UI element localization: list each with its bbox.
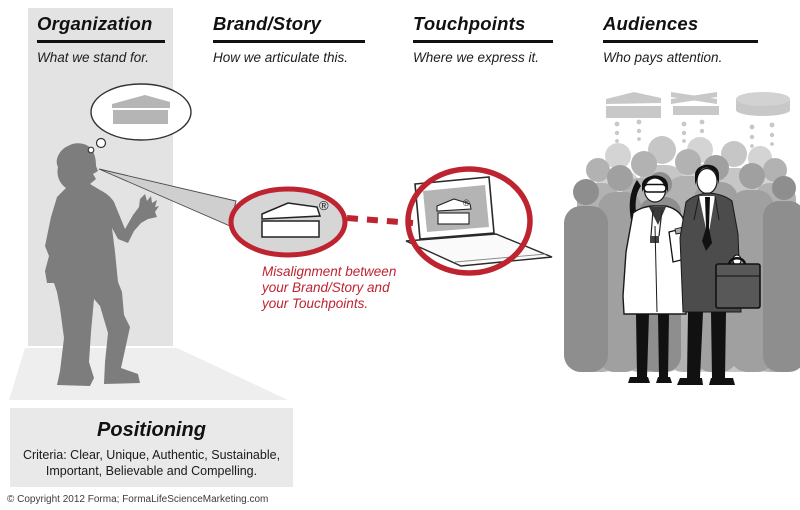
column-title: Touchpoints (413, 13, 526, 34)
criteria-line: Important, Believable and Compelling. (45, 464, 258, 478)
title-underline (37, 40, 165, 43)
title-underline (413, 40, 553, 43)
round-box-icon (736, 92, 790, 148)
column-title: Brand/Story (213, 13, 322, 34)
column-touchpoints: Touchpoints Where we express it. (413, 13, 553, 65)
column-subtitle: Where we express it. (413, 50, 540, 65)
audience-thought-shapes (606, 92, 790, 148)
positioning-platform (9, 348, 288, 400)
column-subtitle: Who pays attention. (603, 50, 723, 65)
column-audiences: Audiences Who pays attention. (603, 13, 758, 65)
registered-mark: ® (463, 198, 470, 208)
misalignment-note-line: your Brand/Story and (262, 280, 390, 295)
misalignment-note-line: Misalignment between (262, 264, 397, 279)
flat-box-icon (606, 92, 661, 143)
title-underline (213, 40, 365, 43)
column-subtitle: How we articulate this. (213, 50, 349, 65)
column-title: Organization (37, 13, 153, 34)
thinking-person-silhouette (45, 143, 159, 386)
title-underline (603, 40, 758, 43)
thought-bubble (87, 83, 192, 154)
scientist-figure (622, 175, 690, 383)
misalignment-note-line: your Touchpoints. (262, 296, 369, 311)
thought-product-box-icon (112, 95, 170, 124)
touchpoint-circle (405, 166, 533, 276)
laptop-product-box-icon (436, 198, 472, 225)
positioning-title: Positioning (97, 419, 206, 441)
criteria-line: Criteria: Clear, Unique, Authentic, Sust… (22, 448, 281, 462)
businessman-figure (677, 164, 761, 385)
misalignment-note: Misalignment between your Brand/Story an… (262, 264, 396, 312)
column-brand-story: Brand/Story How we articulate this. (213, 13, 365, 65)
briefcase-icon (715, 257, 761, 309)
brand-story-bubble: ® (228, 186, 348, 258)
misalignment-dashed-line (346, 215, 414, 226)
positioning-criteria: Criteria: Clear, Unique, Authentic, Sust… (10, 447, 293, 479)
column-subtitle: What we stand for. (37, 50, 150, 65)
copyright-note: © Copyright 2012 Forma; FormaLifeScience… (7, 494, 269, 505)
column-organization: Organization What we stand for. (37, 13, 165, 65)
registered-mark: ® (319, 198, 329, 213)
goggles-icon (643, 183, 667, 193)
brand-product-box-icon (261, 202, 322, 238)
twisted-box-icon (671, 92, 719, 143)
column-title: Audiences (603, 13, 699, 34)
positioning-box: Positioning Criteria: Clear, Unique, Aut… (10, 408, 293, 487)
